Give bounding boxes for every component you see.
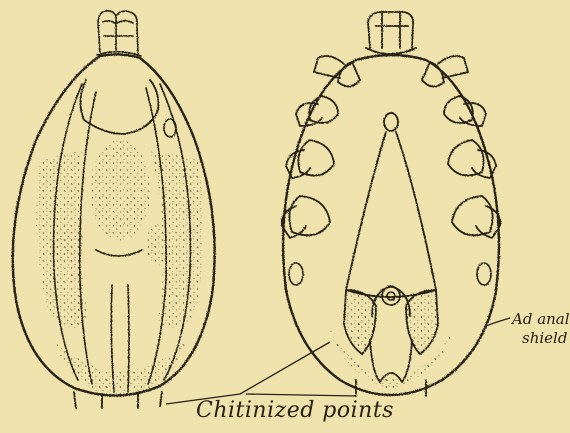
dorsal-view [13, 11, 215, 408]
ventral-view [282, 12, 500, 396]
adanal-shield-label-line2: shield [522, 329, 567, 347]
chitinized-points-label: Chitinized points [196, 398, 394, 423]
dorsal-spiracle [164, 119, 176, 137]
leader-lines [166, 318, 510, 404]
ventral-capitulum [366, 12, 416, 54]
adanal-shield-label-line1: Ad anal [512, 310, 570, 328]
leg-stumps-left [282, 56, 344, 238]
genital-grooves [346, 132, 436, 297]
anal-groove [372, 286, 410, 316]
ventral-festoons [370, 340, 412, 382]
leg-stumps-right [438, 56, 500, 238]
genital-opening [384, 113, 398, 131]
dorsal-shading [36, 140, 203, 398]
dorsal-capitulum [97, 11, 141, 56]
spiracular-plates [289, 263, 491, 285]
ventral-body-outline [283, 55, 499, 395]
